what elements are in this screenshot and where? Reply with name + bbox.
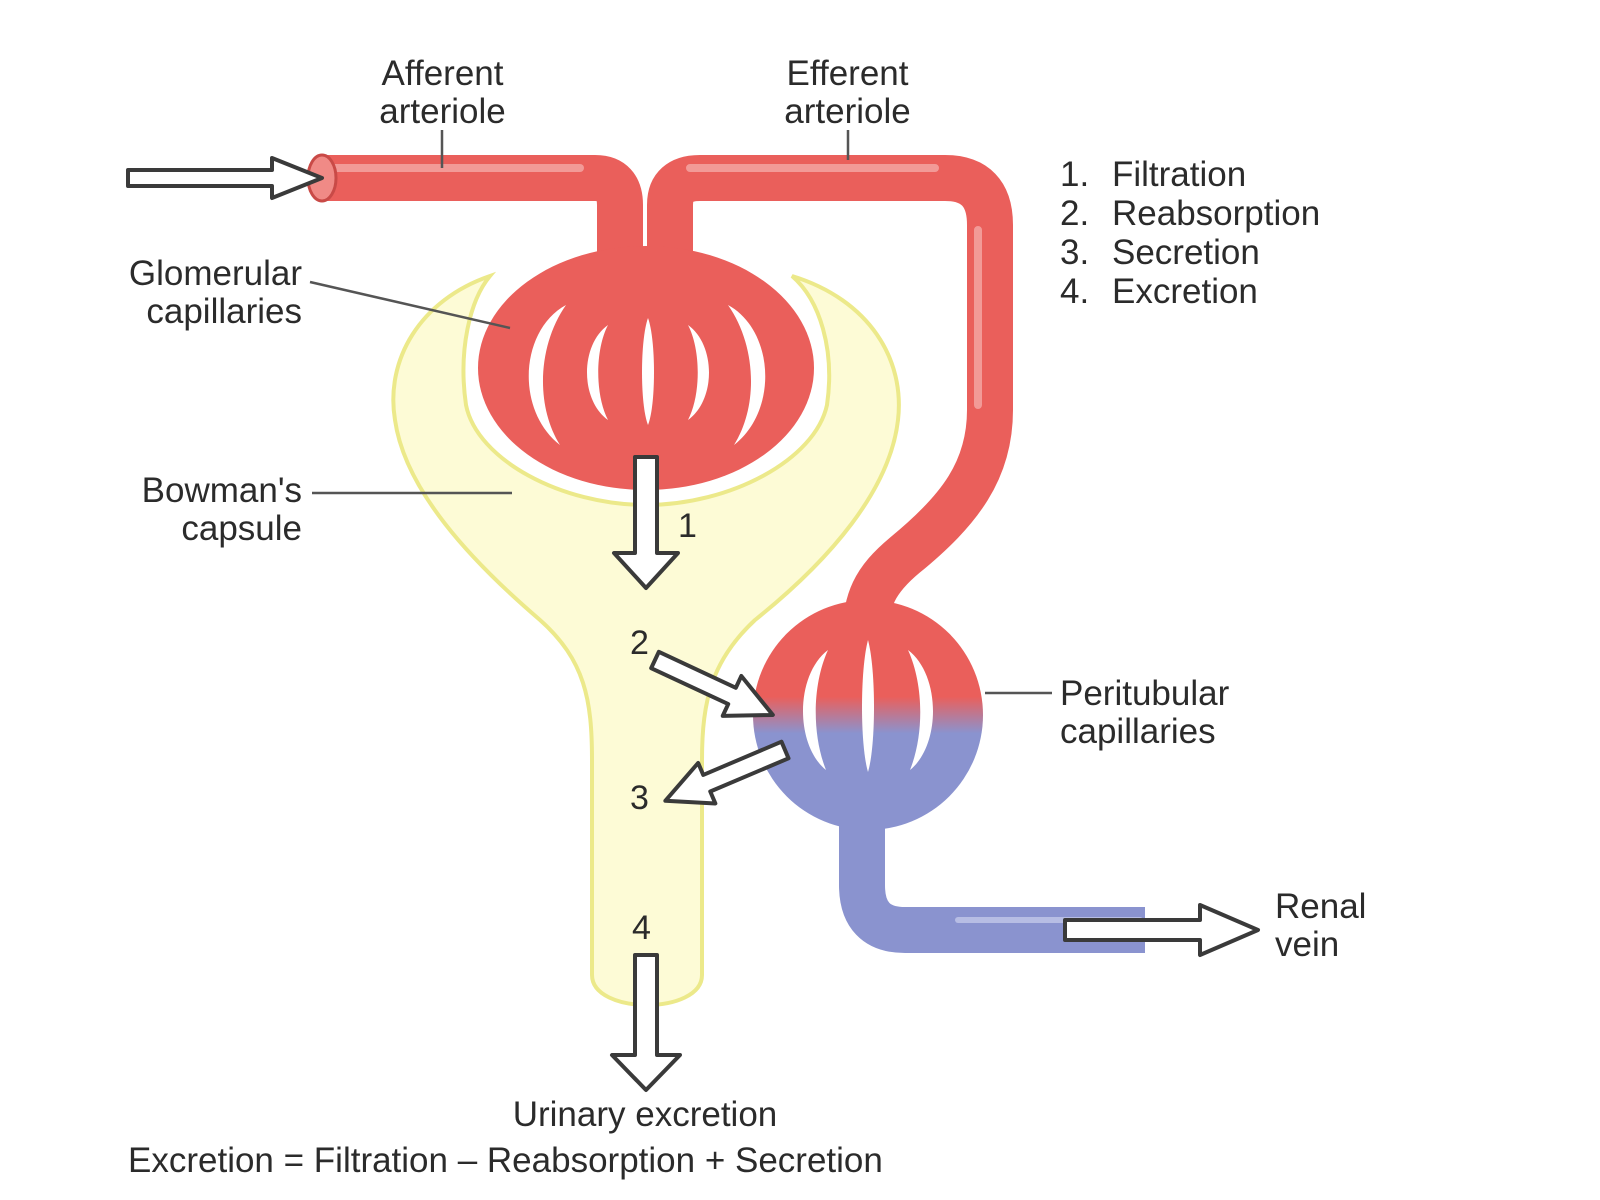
legend-number: 2. bbox=[1060, 194, 1090, 233]
glomerular-line-1: Glomerular bbox=[128, 254, 302, 293]
process-legend: 1.Filtration 2.Reabsorption 3.Secretion … bbox=[1060, 155, 1320, 311]
afferent-line-2: arteriole bbox=[379, 92, 506, 131]
filtration-arrow-icon bbox=[612, 455, 680, 590]
efferent-arteriole-label: Efferent arteriole bbox=[745, 55, 950, 131]
afferent-arteriole bbox=[320, 155, 643, 300]
efferent-line-1: Efferent bbox=[786, 54, 909, 93]
efferent-line-2: arteriole bbox=[784, 92, 911, 131]
excretion-equation: Excretion = Filtration – Reabsorption + … bbox=[128, 1141, 883, 1180]
reabsorption-arrow-icon bbox=[649, 649, 775, 718]
outflow-arrow-icon bbox=[1063, 903, 1260, 957]
marker-2: 2 bbox=[630, 624, 649, 662]
legend-number: 4. bbox=[1060, 272, 1090, 311]
renal-vein bbox=[839, 805, 1145, 953]
legend-item: 2. Reabsorption bbox=[1060, 194, 1320, 233]
legend-item: 3. Secretion bbox=[1060, 233, 1320, 272]
glomerular-line-2: capillaries bbox=[146, 292, 302, 331]
afferent-arteriole-label: Afferent arteriole bbox=[340, 55, 545, 131]
legend-text: Excretion bbox=[1112, 272, 1258, 311]
legend-item: 4. Excretion bbox=[1060, 272, 1320, 311]
legend-number: 3. bbox=[1060, 233, 1090, 272]
afferent-line-1: Afferent bbox=[381, 54, 504, 93]
excretion-arrow-icon bbox=[610, 953, 682, 1092]
peritubular-line-1: Peritubular bbox=[1060, 674, 1230, 713]
marker-4: 4 bbox=[632, 909, 651, 947]
efferent-arteriole bbox=[647, 155, 1013, 641]
bowmans-line-1: Bowman's bbox=[141, 471, 302, 510]
marker-3: 3 bbox=[630, 779, 649, 817]
peritubular-gaps bbox=[802, 640, 934, 772]
legend-text: Filtration bbox=[1112, 155, 1247, 194]
legend-item: 1. Filtration bbox=[1060, 155, 1320, 194]
inflow-arrow-icon bbox=[126, 156, 324, 200]
renal-vein-line-2: vein bbox=[1275, 925, 1340, 964]
leader-lines bbox=[309, 130, 1052, 695]
legend-text: Secretion bbox=[1112, 233, 1260, 272]
secretion-arrow-icon bbox=[663, 739, 791, 806]
renal-vein-line-1: Renal bbox=[1275, 887, 1367, 926]
glomerulus-gaps bbox=[528, 305, 766, 445]
renal-vein-label: Renal vein bbox=[1275, 888, 1366, 964]
legend-number: 1. bbox=[1060, 155, 1090, 194]
marker-1: 1 bbox=[678, 507, 697, 545]
peritubular-capillaries-label: Peritubular capillaries bbox=[1060, 675, 1229, 751]
efferent-highlight bbox=[686, 164, 982, 409]
bowmans-line-2: capsule bbox=[181, 509, 302, 548]
legend-text: Reabsorption bbox=[1112, 194, 1321, 233]
glomerular-capillaries-label: Glomerular capillaries bbox=[40, 255, 302, 331]
urinary-excretion-label: Urinary excretion bbox=[512, 1095, 778, 1134]
peritubular-line-2: capillaries bbox=[1060, 712, 1216, 751]
bowmans-capsule-label: Bowman's capsule bbox=[40, 472, 302, 548]
